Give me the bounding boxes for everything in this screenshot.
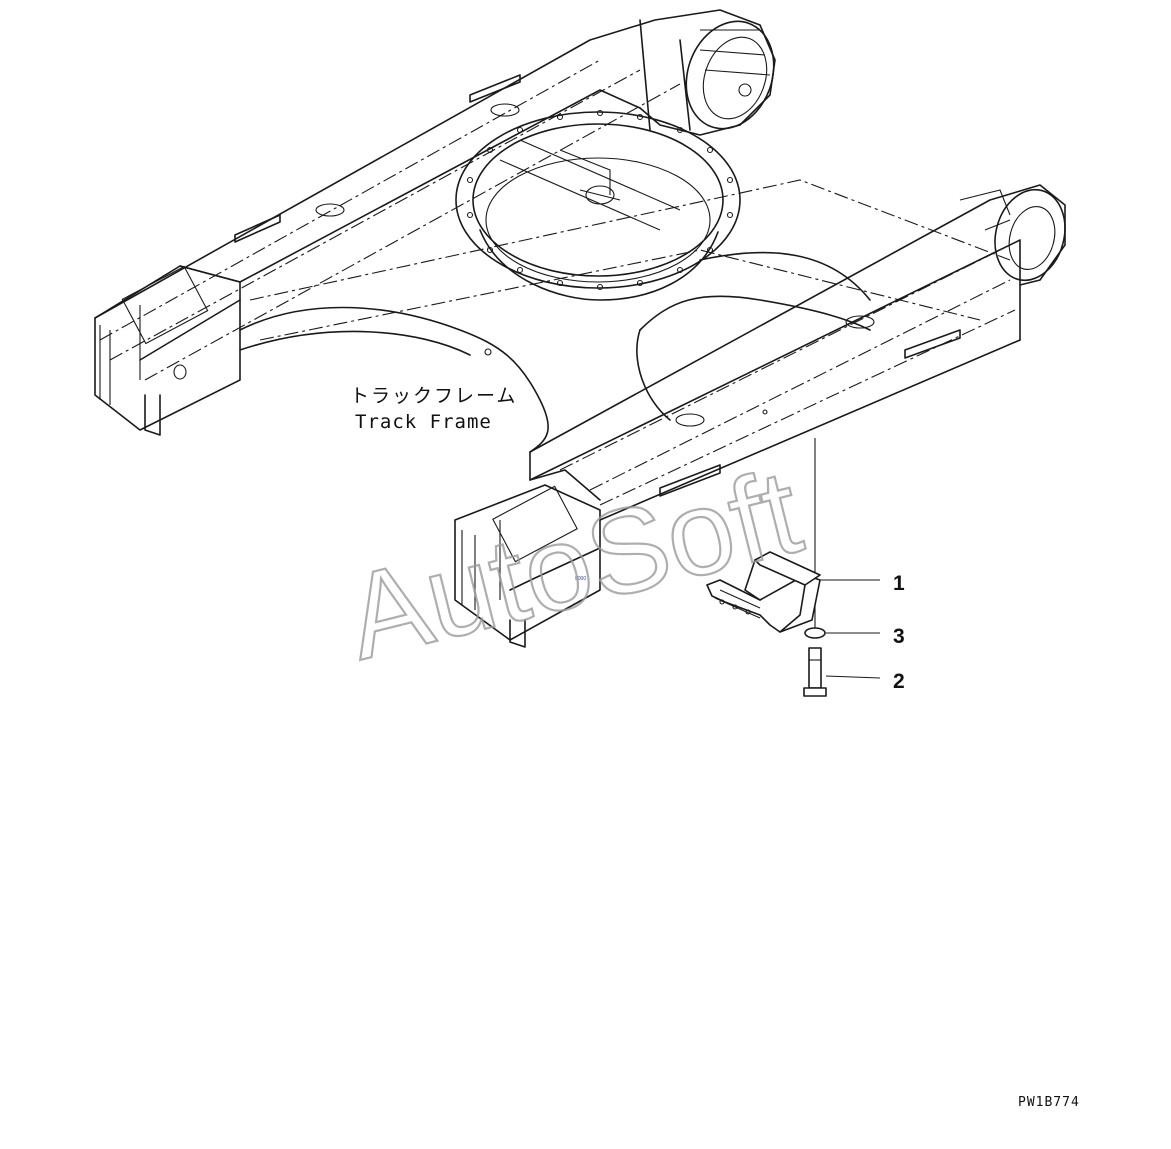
bolt-part	[803, 647, 827, 697]
callout-number-1: 1	[893, 572, 905, 595]
drawing-code: PW1B774	[1018, 1095, 1080, 1110]
leader-line-2	[825, 675, 881, 679]
watermark-text: AutoSoft	[334, 444, 813, 685]
track-frame-label-en: Track Frame	[355, 411, 492, 433]
ring-bolt-holes	[466, 109, 734, 291]
small-blue-mark: 0000	[575, 576, 586, 582]
callout-number-3: 3	[893, 625, 905, 648]
callout-number-2: 2	[893, 670, 905, 693]
track-frame-drawing: 0000	[94, 9, 1066, 648]
cover-part	[706, 551, 821, 633]
washer-part	[804, 627, 826, 639]
track-frame-label-jp: トラックフレーム	[350, 385, 517, 407]
parts-assembly	[706, 438, 881, 697]
